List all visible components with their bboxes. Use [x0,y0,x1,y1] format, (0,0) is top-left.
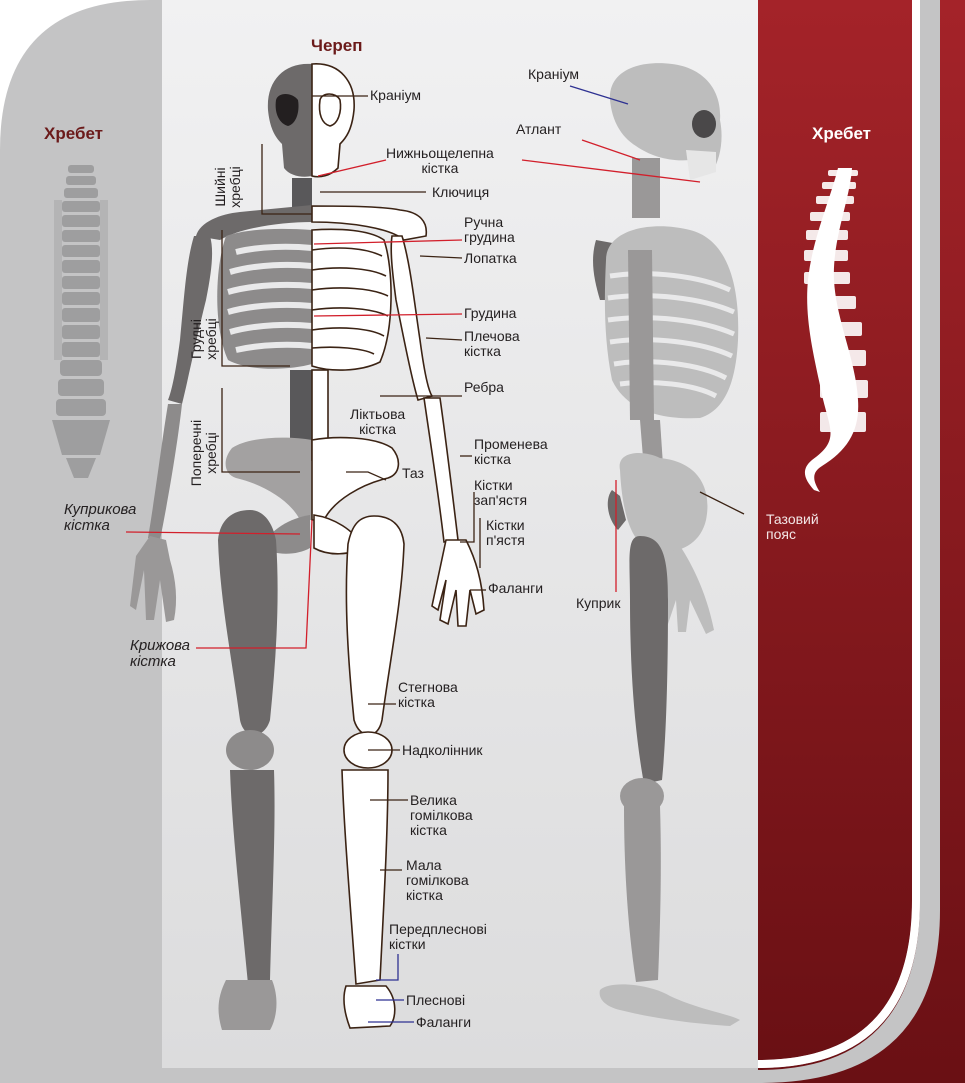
scapula-label: Лопатка [464,250,517,266]
spine-right-header: Хребет [812,124,872,143]
sternum-label: Грудина [464,305,517,321]
side-coccyx-label: Куприк [576,595,621,611]
clavicle-label: Ключиця [432,184,490,200]
skull-header: Череп [311,36,363,55]
side-cranium-label: Краніум [528,66,580,82]
metatarsals-label: Плеснові [406,992,466,1008]
side-skeleton [593,63,740,1026]
leader-lines [125,85,745,1023]
cranium-label: Краніум [370,87,422,103]
spine-right-illustration [804,168,868,492]
front-skeleton-dark-half [130,63,313,1030]
patella-label: Надколінник [402,742,483,758]
foot-phalanges-label: Фаланги [416,1014,472,1030]
spine-left-illustration [52,165,110,478]
hand-phalanges-label: Фаланги [488,580,544,596]
spine-left-header: Хребет [44,124,104,143]
atlas-label: Атлант [516,121,562,137]
ribs-label: Ребра [464,379,504,395]
pelvis-label: Таз [402,465,424,481]
